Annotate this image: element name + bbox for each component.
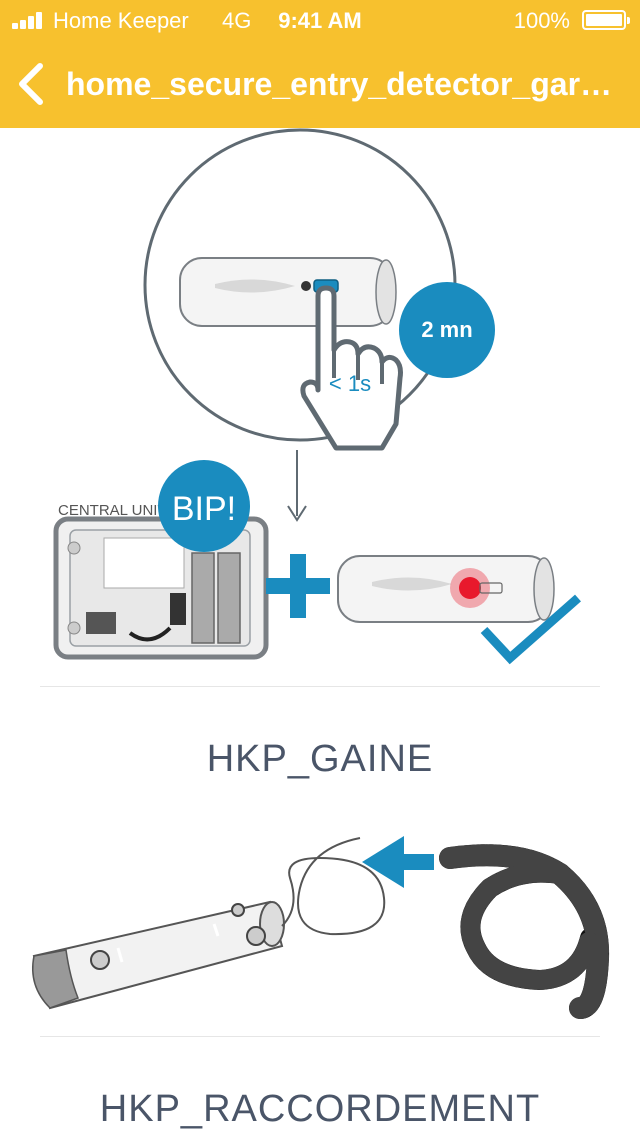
plus-icon bbox=[266, 554, 330, 618]
section-label-gaine: HKP_GAINE bbox=[206, 738, 434, 780]
finger-press-icon bbox=[300, 285, 403, 451]
timer-badge bbox=[399, 282, 495, 378]
chevron-left-icon bbox=[19, 63, 43, 105]
section-label-raccordement: HKP_RACCORDEMENT bbox=[99, 1088, 541, 1130]
detector-icon bbox=[179, 257, 397, 327]
pairing-illustration: < 1s 2 mn CENTRAL UNIT BIP! bbox=[53, 128, 581, 665]
beep-badge-label: BIP! bbox=[172, 490, 236, 528]
carrier-name: Home Keeper bbox=[53, 8, 189, 33]
press-duration-label: < 1s bbox=[329, 371, 371, 396]
status-time: 9:41 AM bbox=[278, 8, 362, 33]
wire-icon bbox=[281, 837, 386, 936]
wired-detector-icon bbox=[32, 900, 285, 1010]
timer-badge-label: 2 mn bbox=[421, 317, 472, 342]
conduit-coil-icon bbox=[439, 844, 610, 1019]
arrow-left-icon bbox=[362, 836, 434, 888]
detector-paired-icon bbox=[337, 555, 555, 623]
status-bar: Home Keeper 4G 9:41 AM 100% bbox=[0, 0, 640, 40]
nav-bar: home_secure_entry_detector_garage_guide_… bbox=[0, 40, 640, 128]
beep-badge bbox=[158, 460, 250, 552]
conduit-illustration bbox=[32, 836, 610, 1019]
battery-icon bbox=[582, 10, 630, 30]
network-type: 4G bbox=[222, 8, 252, 33]
central-unit-label: CENTRAL UNIT bbox=[58, 502, 167, 519]
signal-icon bbox=[12, 11, 48, 29]
divider bbox=[40, 686, 600, 687]
battery-percent: 100% bbox=[513, 8, 570, 33]
guide-content: < 1s 2 mn CENTRAL UNIT BIP! bbox=[0, 128, 640, 1136]
back-button[interactable] bbox=[8, 60, 58, 110]
check-icon bbox=[480, 594, 581, 665]
central-unit-image: CENTRAL UNIT bbox=[53, 502, 269, 660]
page-title: home_secure_entry_detector_garage_guide_… bbox=[66, 66, 622, 102]
divider bbox=[40, 1036, 600, 1037]
app-header: Home Keeper 4G 9:41 AM 100% home_secure_… bbox=[0, 0, 640, 128]
